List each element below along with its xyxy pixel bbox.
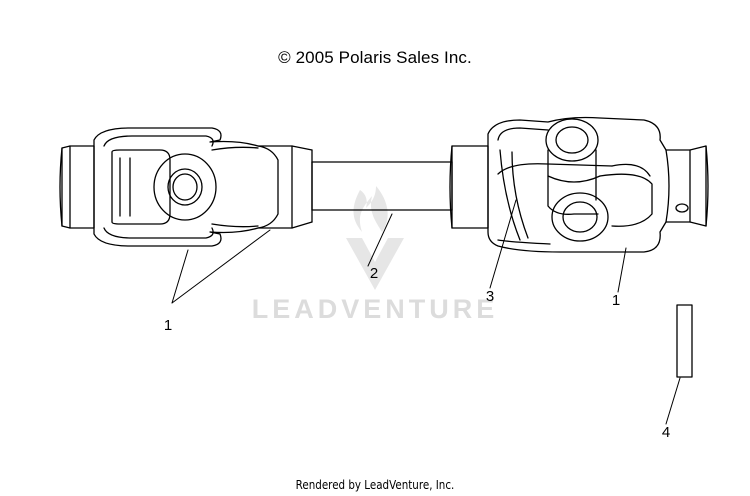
callout-4: 4 [662,424,670,441]
render-credit: Rendered by LeadVenture, Inc. [295,478,455,492]
callout-3: 3 [486,288,494,305]
callout-2: 2 [370,265,378,282]
callout-labels: 1 2 3 1 4 [164,265,670,441]
callout-1-left: 1 [164,317,172,334]
copyright-notice: © 2005 Polaris Sales Inc. [278,48,472,67]
part-4-block [676,304,693,378]
left-u-joint [59,127,313,247]
watermark-logo-icon [346,186,404,290]
watermark-text: LEADVENTURE [252,294,499,324]
leadventure-watermark: LEADVENTURE [252,186,499,324]
leader-lines [171,199,681,425]
right-u-joint [449,116,709,253]
callout-1-right: 1 [612,292,620,309]
